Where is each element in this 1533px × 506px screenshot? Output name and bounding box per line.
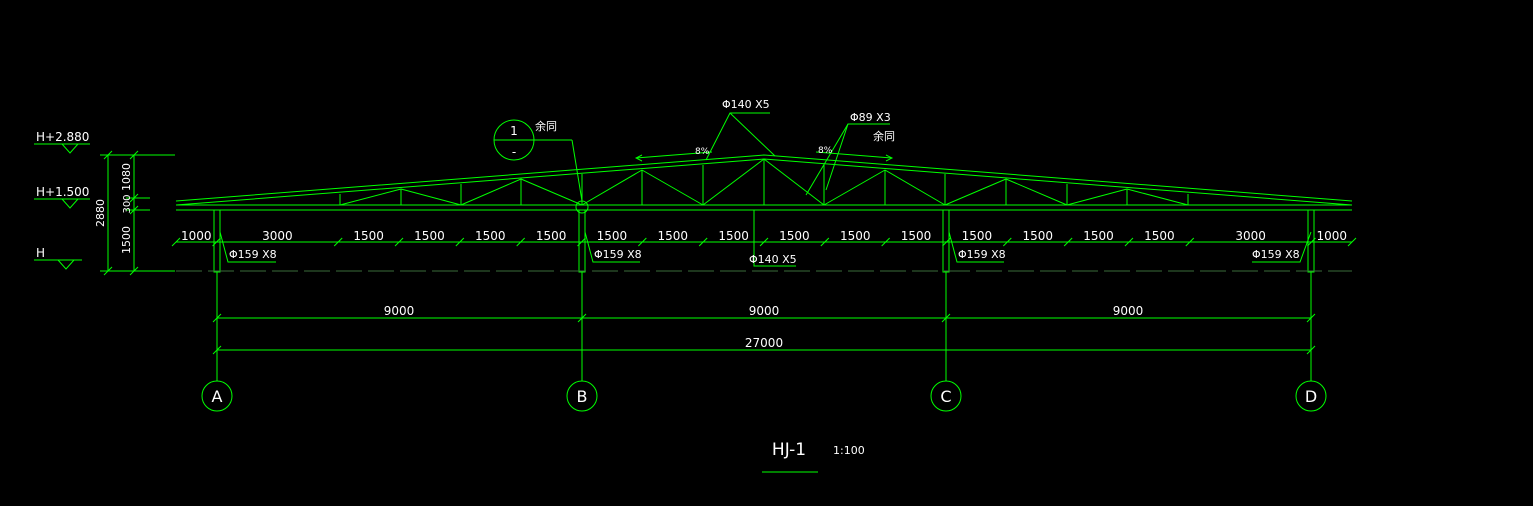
panel-dim-tick [1347, 237, 1357, 247]
axis-bubble-d [1295, 380, 1327, 412]
panel-dim-label: 3000 [262, 229, 293, 243]
slope-arrow-right [815, 151, 893, 159]
level-markers [34, 143, 90, 270]
panel-dim-tick [759, 237, 769, 247]
vdim-total: 2880 [94, 199, 107, 227]
axis-label-d: D [1305, 387, 1317, 406]
level-triangle-top [61, 143, 79, 154]
detail-sheet: - [512, 145, 516, 159]
panel-dim-label: 1500 [779, 229, 810, 243]
panel-dim-tick [881, 237, 891, 247]
slope-left: 8% [695, 147, 710, 157]
drawing-title: HJ-1 [772, 440, 806, 460]
span-dim-cd: 9000 [1113, 304, 1144, 318]
panel-dim-label: 1500 [718, 229, 749, 243]
panel-dim-label: 1500 [840, 229, 871, 243]
column-size-c: Φ159 X8 [958, 248, 1006, 261]
column-size-a: Φ159 X8 [229, 248, 277, 261]
panel-dim-tick [212, 237, 221, 247]
panel-dim-label: 3000 [1235, 229, 1266, 243]
panel-dimension-labels: 1000 3000 1500 1500 1500 1500 1500 1500 1500 1500… [181, 229, 1347, 243]
panel-dim-label: 1500 [1022, 229, 1053, 243]
same-note-left: 余同 [535, 119, 557, 133]
panel-dim-tick [516, 237, 526, 247]
same-note-right: 余同 [873, 129, 895, 143]
vertical-dimension-lines [100, 150, 175, 276]
leader-lines [219, 112, 1312, 267]
panel-dim-tick [637, 237, 647, 247]
panel-dim-tick [333, 237, 343, 247]
panel-dim-label: 1500 [901, 229, 932, 243]
axis-label-c: C [940, 387, 951, 406]
slope-right: 8% [818, 146, 833, 156]
panel-dim-label: 1500 [657, 229, 688, 243]
panel-dim-tick [942, 237, 951, 247]
web-diagonals [339, 158, 1189, 206]
level-triangle-mid [61, 198, 79, 209]
panel-dim-tick [1063, 237, 1073, 247]
column-size-b: Φ159 X8 [594, 248, 642, 261]
level-label-top: H+2.880 [36, 130, 89, 144]
bottom-chord-size: Φ140 X5 [749, 253, 797, 266]
slope-arrow-left [635, 151, 713, 159]
web-size: Φ89 X3 [850, 111, 891, 124]
panel-dim-label: 1500 [962, 229, 993, 243]
vdim-upper: 1080 [120, 163, 133, 191]
panel-dim-tick [455, 237, 465, 247]
level-triangle-bottom [57, 259, 75, 270]
panel-dim-tick [1002, 237, 1012, 247]
panel-dim-label: 1500 [353, 229, 384, 243]
panel-dim-tick [1307, 237, 1316, 247]
axis-label-a: A [212, 387, 223, 406]
panel-dim-tick [394, 237, 404, 247]
panel-dim-label: 1000 [1316, 229, 1347, 243]
panel-dim-tick [698, 237, 708, 247]
level-label-bottom: H [36, 246, 45, 260]
panel-dim-label: 1000 [181, 229, 212, 243]
span-dim-ab: 9000 [384, 304, 415, 318]
vdim-lower: 1500 [120, 226, 133, 254]
axis-bubble-b [566, 380, 598, 412]
detail-number: 1 [510, 124, 518, 138]
panel-dim-tick [577, 237, 586, 247]
panel-dim-label: 1500 [475, 229, 506, 243]
panel-dim-tick [1124, 237, 1134, 247]
truss [175, 154, 1353, 214]
axis-bubble-c [930, 380, 962, 412]
span-dimension-lines [212, 313, 1316, 355]
panel-dim-tick [820, 237, 830, 247]
web-verticals [339, 159, 1189, 205]
drawing-scale: 1:100 [833, 444, 865, 457]
span-dim-bc: 9000 [749, 304, 780, 318]
level-label-mid: H+1.500 [36, 185, 89, 199]
panel-dim-tick [171, 237, 181, 247]
axis-lines [216, 272, 1312, 381]
column-size-d: Φ159 X8 [1252, 248, 1300, 261]
axis-bubble-a [201, 380, 233, 412]
top-chord-outer [175, 154, 1353, 202]
total-dim: 27000 [745, 336, 783, 350]
panel-dim-label: 1500 [414, 229, 445, 243]
panel-dimension-line [171, 237, 1357, 247]
panel-dim-tick [1185, 237, 1195, 247]
panel-dim-label: 1500 [1083, 229, 1114, 243]
panel-dim-label: 1500 [597, 229, 628, 243]
panel-dim-label: 1500 [1144, 229, 1175, 243]
axis-label-b: B [577, 387, 588, 406]
top-chord-size: Φ140 X5 [722, 98, 770, 111]
vdim-middle: 300 [122, 194, 133, 213]
panel-dim-label: 1500 [536, 229, 567, 243]
axis-bubbles [201, 380, 1327, 412]
